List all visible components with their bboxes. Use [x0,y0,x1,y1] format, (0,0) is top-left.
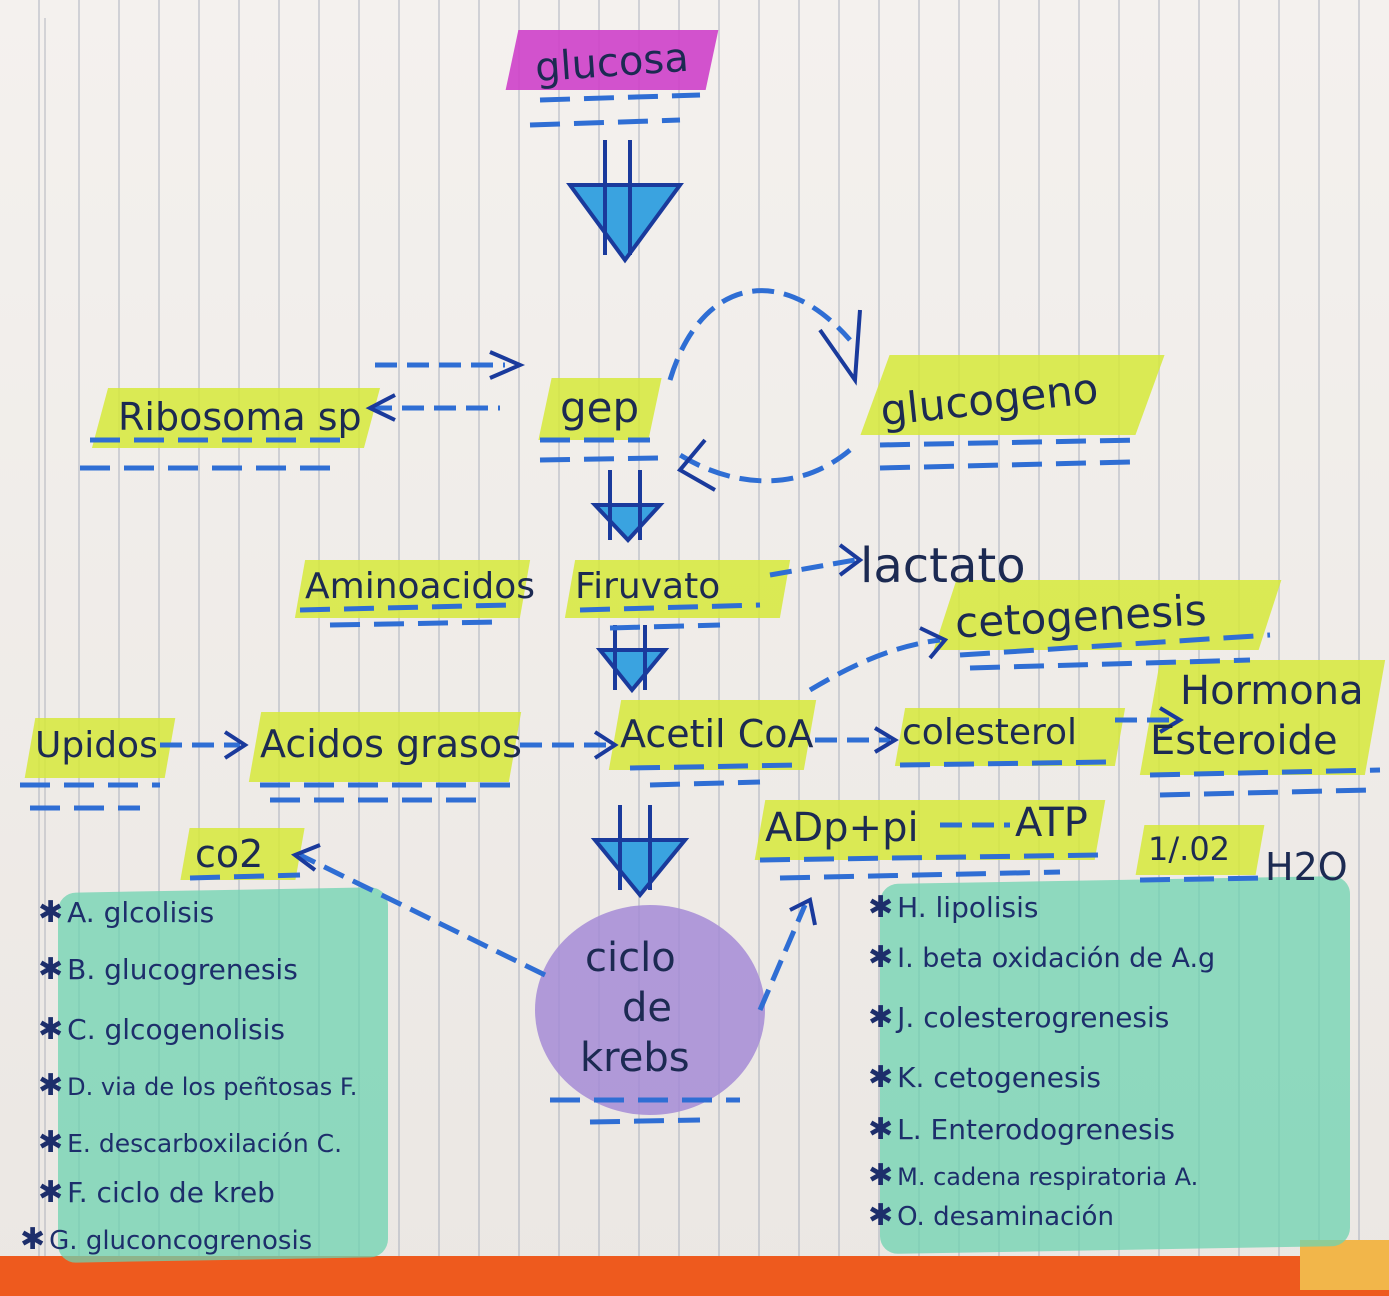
asterisk-icon: ✱ [38,1068,64,1103]
left-list-text: F. ciclo de kreb [67,1176,275,1209]
hormona-label: Hormona [1180,668,1364,714]
orange-background [0,1256,1389,1296]
gep-label: gep [560,383,640,432]
left-list-item-e: ✱E. descarboxilación C. [38,1125,342,1160]
left-list-item-g: ✱G. gluconcogrenosis [20,1222,312,1257]
asterisk-icon: ✱ [868,1198,894,1233]
asterisk-icon: ✱ [868,940,894,975]
arrowhead-1 [489,350,526,380]
asterisk-icon: ✱ [868,1060,894,1095]
gep-to-glucogeno-arrow [667,288,852,381]
arrowhead-3 [818,309,862,386]
aminoacidos-label: Aminoacidos [305,566,536,607]
lipidos-label: Upidos [35,725,158,766]
arrowhead-12 [789,897,817,926]
krebs-to-atp-arrow [757,904,808,1011]
right-list-item-l: ✱L. Enterodogrenesis [868,1112,1175,1147]
right-list-item-o: ✱O. desaminación [868,1198,1114,1233]
arrowhead-7 [593,730,619,760]
acetil-coa-label: Acetil CoA [620,712,814,756]
asterisk-icon: ✱ [868,1112,894,1147]
glucogeno-to-gep-arrow [678,448,852,484]
ribosoma-label: Ribosoma sp [118,395,362,439]
asterisk-icon: ✱ [868,1000,894,1035]
asterisk-icon: ✱ [868,890,894,925]
right-list-text: M. cadena respiratoria [897,1163,1167,1191]
ciclo-label: ciclo [585,935,676,981]
arrowhead-9 [873,726,899,754]
right-list-item-m: ✱M. cadena respiratoria A. [868,1158,1198,1193]
asterisk-icon: ✱ [20,1222,46,1257]
co2-label: co2 [195,832,264,876]
left-list-text: D. via de los peñtosas [67,1073,333,1101]
piruvato-to-lactato-arrow [769,557,856,578]
arrowhead-10 [1158,706,1184,734]
right-list-mark: A. [1174,1163,1199,1191]
asterisk-icon: ✱ [868,1158,894,1193]
left-list-mark: F. [339,1073,358,1101]
acidos-grasos-label: Acidos grasos [260,722,522,766]
right-list-item-j: ✱J. colesterogrenesis [868,1000,1169,1035]
esteroide-label: Esteroide [1150,718,1338,764]
down-arrow-1 [566,140,684,264]
right-list-text: L. Enterodogrenesis [897,1113,1175,1146]
right-list-item-k: ✱K. cetogenesis [868,1060,1101,1095]
o2-label: 1/.02 [1148,830,1231,868]
right-list-text: O. desaminación [897,1202,1114,1232]
left-list-item-b: ✱B. glucogrenesis [38,952,298,987]
arrowhead-11 [290,843,321,872]
right-list-item-h: ✱H. lipolisis [868,890,1038,925]
left-list-item-d: ✱D. via de los peñtosas F. [38,1068,357,1103]
down-arrow-3 [595,625,670,694]
h2o-label: H2O [1265,845,1348,889]
left-list-text: A. glcolisis [67,896,215,929]
right-list-text: K. cetogenesis [897,1061,1101,1094]
arrowhead-6 [223,730,249,760]
acetil-to-cetogenesis-arrow [808,637,941,693]
arrowhead-2 [365,393,396,422]
left-list-mark: C. [316,1129,343,1158]
down-arrow-4 [590,805,690,899]
right-list-text: H. lipolisis [897,891,1039,924]
atp-label: ATP [1015,800,1088,846]
krebs-circle [535,905,765,1115]
left-list-text: B. glucogrenesis [67,953,298,986]
left-list-text: C. glcogenolisis [67,1013,285,1046]
left-list-item-a: ✱A. glcolisis [38,895,214,930]
underlines [20,92,1381,1125]
left-list-item-c: ✱C. glcogenolisis [38,1012,285,1047]
arrowhead-8 [919,626,949,660]
colesterol-label: colesterol [902,712,1078,753]
krebs-to-co2-arrow [298,852,547,978]
left-list-text: E. descarboxilación [67,1129,309,1158]
page-margin [44,18,1389,1263]
adp-label: ADp+pi [765,805,919,851]
arrowhead-4 [676,438,716,492]
left-list-item-f: ✱F. ciclo de kreb [38,1175,275,1210]
asterisk-icon: ✱ [38,1125,64,1160]
right-list-text: I. beta oxidación de A.g [897,943,1216,974]
right-list-item-i: ✱I. beta oxidación de A.g [868,940,1215,975]
asterisk-icon: ✱ [38,895,64,930]
lactato-label: lactato [860,538,1026,594]
left-list-text: G. gluconcogrenosis [49,1226,313,1256]
arrowhead-5 [838,543,864,577]
krebs-label: krebs [580,1035,690,1081]
asterisk-icon: ✱ [38,1012,64,1047]
right-list-text: J. colesterogrenesis [897,1001,1170,1034]
de-label: de [622,985,672,1031]
asterisk-icon: ✱ [38,1175,64,1210]
down-arrow-2 [590,470,665,543]
orange-background-corner [1300,1240,1389,1290]
piruvato-label: Firuvato [575,566,721,607]
asterisk-icon: ✱ [38,952,64,987]
